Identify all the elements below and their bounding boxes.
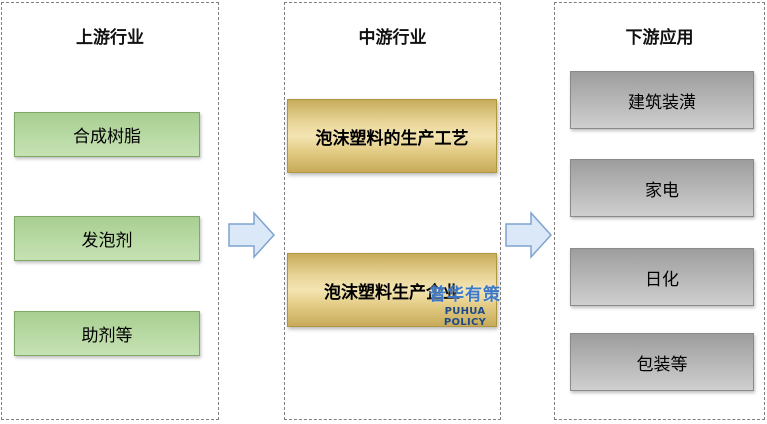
downstream-column: 下游应用 建筑装潢 家电 日化 包装等: [554, 2, 765, 420]
midstream-item-producers: 泡沫塑料生产企业: [287, 253, 497, 327]
downstream-item-appliances: 家电: [570, 159, 754, 217]
midstream-column: 中游行业 泡沫塑料的生产工艺 泡沫塑料生产企业: [284, 2, 501, 420]
downstream-item-construction: 建筑装潢: [570, 71, 754, 129]
arrow-right-icon: [228, 211, 276, 259]
downstream-title: 下游应用: [625, 28, 694, 48]
upstream-item-additives: 助剂等: [14, 311, 200, 356]
upstream-title: 上游行业: [76, 28, 144, 48]
downstream-item-packaging: 包装等: [570, 333, 754, 391]
downstream-item-daily-chemicals: 日化: [570, 248, 754, 306]
arrow-right-icon: [505, 211, 553, 259]
upstream-item-foaming-agent: 发泡剂: [14, 216, 200, 261]
midstream-title: 中游行业: [358, 28, 427, 48]
upstream-column: 上游行业 合成树脂 发泡剂 助剂等: [1, 2, 219, 420]
midstream-item-process: 泡沫塑料的生产工艺: [287, 99, 497, 173]
upstream-item-synthetic-resin: 合成树脂: [14, 112, 200, 157]
